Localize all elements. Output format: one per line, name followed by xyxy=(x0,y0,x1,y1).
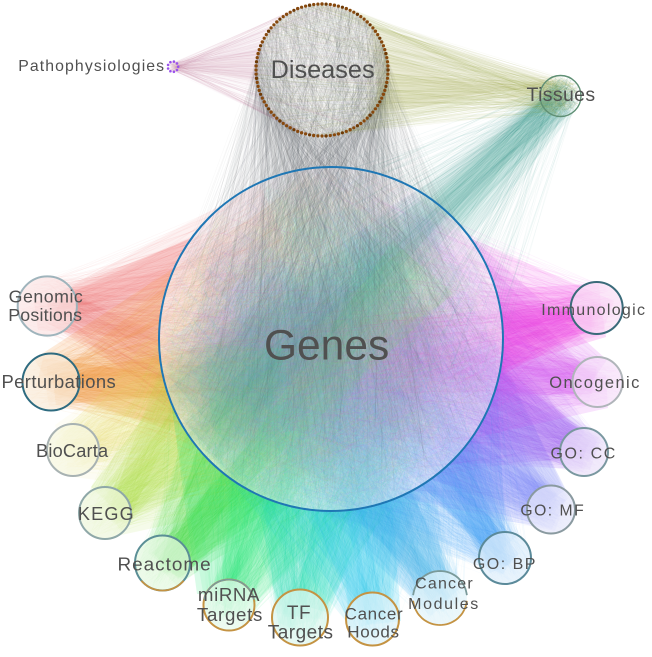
svg-text:Positions: Positions xyxy=(8,305,82,325)
svg-text:GO: MF: GO: MF xyxy=(520,502,585,519)
svg-text:Reactome: Reactome xyxy=(118,555,212,576)
svg-text:Diseases: Diseases xyxy=(271,56,375,84)
svg-text:TF: TF xyxy=(287,603,311,624)
svg-text:Genomic: Genomic xyxy=(9,287,84,307)
svg-text:GO: CC: GO: CC xyxy=(550,446,617,463)
svg-text:Immunologic: Immunologic xyxy=(541,302,646,319)
svg-text:Cancer: Cancer xyxy=(345,605,404,624)
svg-text:Tissues: Tissues xyxy=(527,84,596,106)
svg-text:Targets: Targets xyxy=(268,622,334,643)
svg-text:BioCarta: BioCarta xyxy=(36,441,109,461)
svg-text:Genes: Genes xyxy=(264,323,389,370)
svg-text:Perturbations: Perturbations xyxy=(2,371,117,392)
svg-text:KEGG: KEGG xyxy=(78,504,135,524)
svg-text:Hoods: Hoods xyxy=(347,623,399,642)
svg-text:Oncogenic: Oncogenic xyxy=(549,374,640,392)
svg-text:GO: BP: GO: BP xyxy=(473,556,537,573)
svg-text:Modules: Modules xyxy=(408,596,480,613)
svg-text:Targets: Targets xyxy=(197,604,263,625)
svg-text:Cancer: Cancer xyxy=(415,576,474,593)
svg-text:miRNA: miRNA xyxy=(198,584,260,605)
svg-text:Pathophysiologies: Pathophysiologies xyxy=(18,58,165,75)
